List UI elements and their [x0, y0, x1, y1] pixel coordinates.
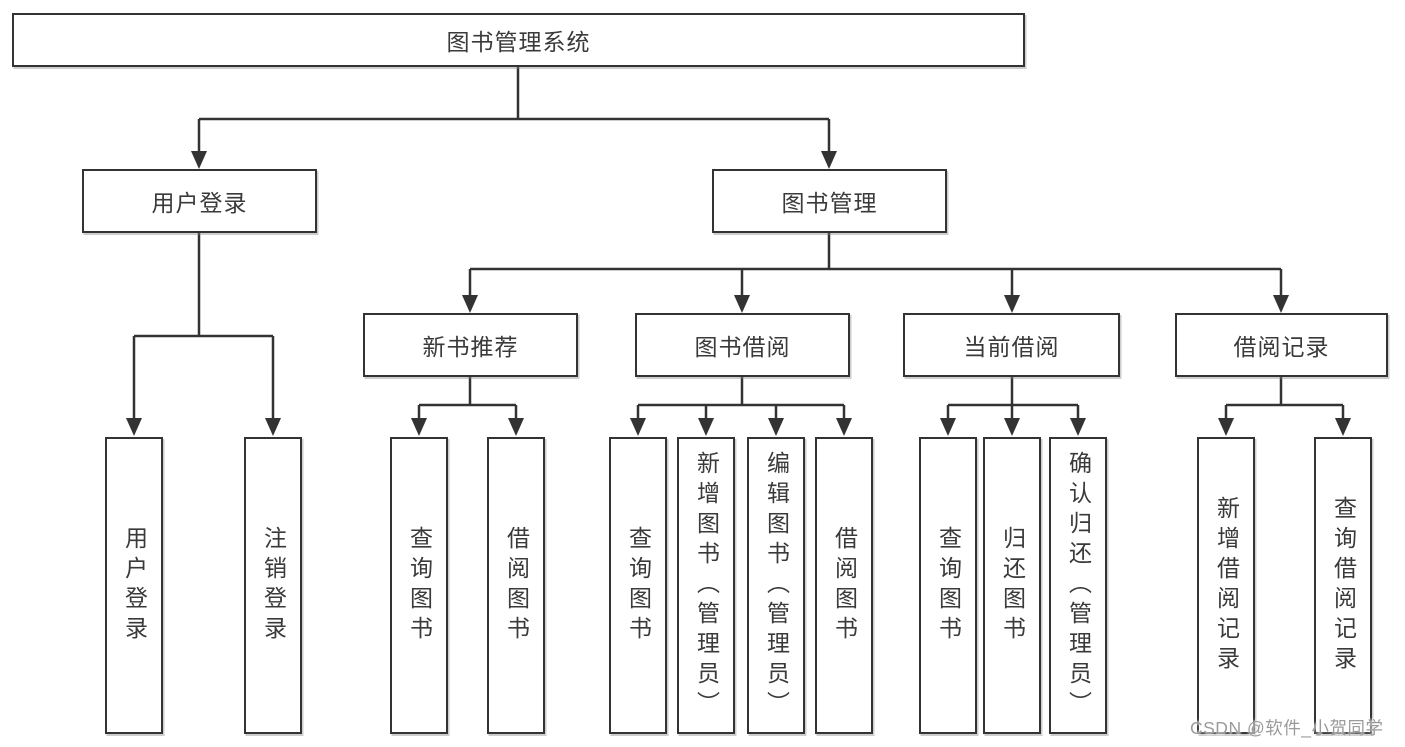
node-label: 用户登录 — [121, 525, 148, 646]
node-leaf-logout: 注销登录 — [244, 437, 302, 734]
node-leaf-query-borrow-record: 查询借阅记录 — [1314, 437, 1372, 734]
node-book-management: 图书管理 — [712, 169, 947, 233]
node-label: 查询图书 — [625, 525, 652, 646]
node-leaf-user-login: 用户登录 — [105, 437, 163, 734]
arrowheads — [126, 151, 1351, 436]
node-leaf-edit-book-admin: 编辑图书（管理员） — [747, 437, 805, 734]
node-label: 查询图书 — [406, 525, 433, 646]
node-root: 图书管理系统 — [12, 13, 1025, 67]
node-label: 注销登录 — [260, 525, 287, 646]
node-label: 借阅记录 — [1233, 334, 1330, 360]
node-label: 图书借阅 — [694, 334, 791, 360]
node-label: 图书管理系统 — [446, 29, 591, 55]
node-label: 图书管理 — [781, 190, 878, 216]
node-label: 用户登录 — [151, 190, 248, 216]
node-leaf-query-books-3: 查询图书 — [919, 437, 977, 734]
node-leaf-query-books-2: 查询图书 — [609, 437, 667, 734]
node-leaf-add-book-admin: 新增图书（管理员） — [677, 437, 735, 734]
node-leaf-add-borrow-record: 新增借阅记录 — [1197, 437, 1255, 734]
node-user-login: 用户登录 — [82, 169, 317, 233]
node-leaf-borrow-books-2: 借阅图书 — [815, 437, 873, 734]
node-leaf-query-books-1: 查询图书 — [390, 437, 448, 734]
node-leaf-return-book: 归还图书 — [983, 437, 1041, 734]
node-label: 新书推荐 — [422, 334, 519, 360]
node-current-borrow: 当前借阅 — [903, 313, 1120, 377]
node-label: 查询图书 — [935, 525, 962, 646]
node-label: 新增借阅记录 — [1213, 495, 1240, 676]
node-label: 借阅图书 — [503, 525, 530, 646]
node-label: 编辑图书（管理员） — [763, 450, 790, 721]
node-label: 查询借阅记录 — [1330, 495, 1357, 676]
node-book-borrow: 图书借阅 — [635, 313, 850, 377]
node-label: 归还图书 — [999, 525, 1026, 646]
csdn-watermark: CSDN @软件_小贺同学 — [1190, 718, 1384, 738]
node-label: 新增图书（管理员） — [693, 450, 720, 721]
node-label: 确认归还（管理员） — [1065, 450, 1092, 721]
node-borrow-records: 借阅记录 — [1175, 313, 1388, 377]
node-leaf-confirm-return-admin: 确认归还（管理员） — [1049, 437, 1107, 734]
node-label: 当前借阅 — [963, 334, 1060, 360]
node-leaf-borrow-books-1: 借阅图书 — [487, 437, 545, 734]
node-new-book-recommend: 新书推荐 — [363, 313, 578, 377]
node-label: 借阅图书 — [831, 525, 858, 646]
